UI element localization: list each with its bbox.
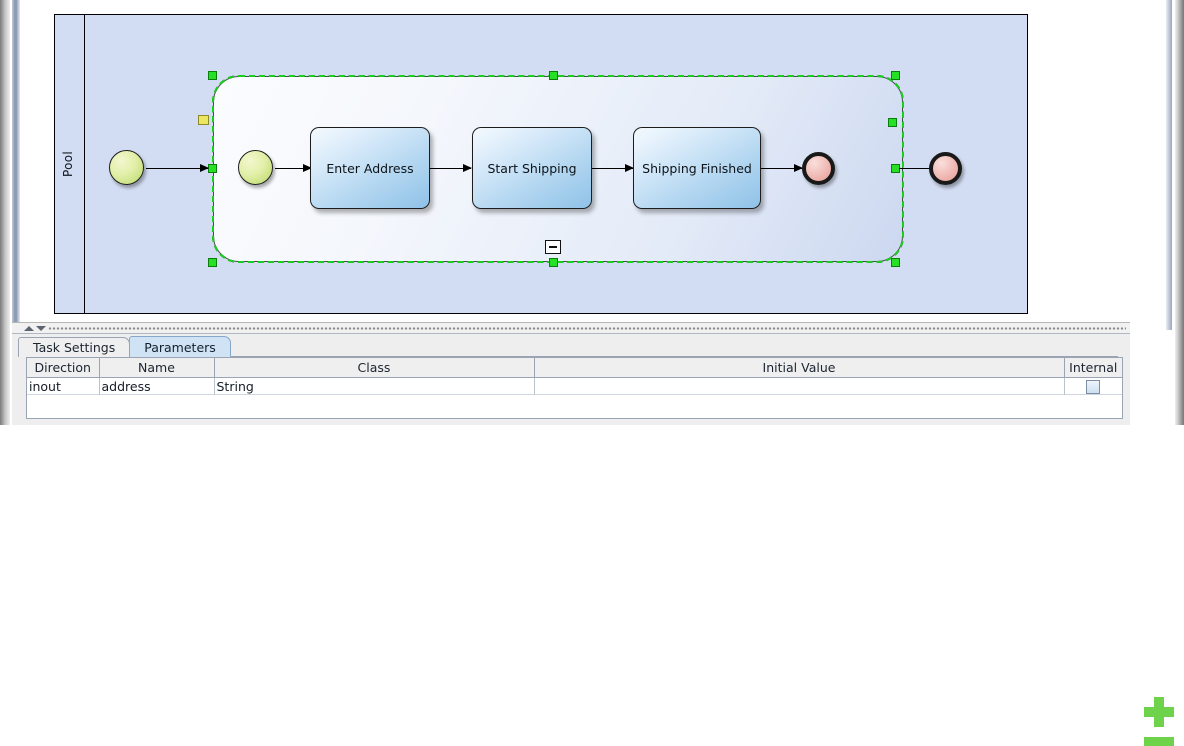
sequence-flow-1[interactable] <box>146 164 209 172</box>
cell-name[interactable]: address <box>99 377 215 395</box>
column-header-internal[interactable]: Internal <box>1064 358 1122 378</box>
cell-internal[interactable] <box>1064 377 1122 395</box>
properties-panel: Task Settings Parameters Direction Name … <box>12 333 1174 746</box>
panel-splitter[interactable] <box>12 322 1130 334</box>
window-right-gap <box>1172 0 1175 425</box>
resize-handle-se[interactable] <box>891 258 900 267</box>
boundary-event-handle[interactable] <box>198 115 209 125</box>
minus-glyph <box>549 245 557 249</box>
parameters-table: Direction Name Class Initial Value Inter… <box>27 358 1122 395</box>
splitter-collapse-up-icon[interactable] <box>24 326 34 331</box>
pool-label: Pool <box>61 150 75 178</box>
resize-handle-n[interactable] <box>549 71 558 80</box>
canvas-vertical-scrollbar-thumb[interactable] <box>14 0 17 425</box>
task-shipping-finished-label: Shipping Finished <box>642 160 752 176</box>
cell-initial-value[interactable] <box>534 377 1065 395</box>
table-header-row: Direction Name Class Initial Value Inter… <box>27 358 1122 378</box>
diagram-canvas[interactable]: Pool Enter Address Start Shipping <box>20 0 1130 322</box>
cell-direction[interactable]: inout <box>27 377 100 395</box>
sequence-flow-4[interactable] <box>592 164 634 172</box>
task-shipping-finished[interactable]: Shipping Finished <box>633 127 761 209</box>
column-header-initial-value[interactable]: Initial Value <box>534 358 1065 378</box>
task-start-shipping-label: Start Shipping <box>487 160 577 176</box>
column-header-direction[interactable]: Direction <box>27 358 100 378</box>
sequence-flow-3[interactable] <box>430 164 472 172</box>
resize-handle-w[interactable] <box>208 164 217 173</box>
column-header-name[interactable]: Name <box>99 358 215 378</box>
task-start-shipping[interactable]: Start Shipping <box>472 127 592 209</box>
splitter-collapse-down-icon[interactable] <box>36 326 46 331</box>
panel-top-divider <box>12 333 1130 334</box>
properties-tabstrip: Task Settings Parameters <box>18 336 1118 357</box>
sequence-flow-5[interactable] <box>761 164 803 172</box>
end-event-inner[interactable] <box>802 152 835 185</box>
tab-parameters-label: Parameters <box>144 339 216 355</box>
column-header-class[interactable]: Class <box>214 358 535 378</box>
start-event-inner[interactable] <box>238 150 273 185</box>
resize-handle-sw[interactable] <box>208 258 217 267</box>
remove-parameter-button[interactable] <box>1144 737 1174 746</box>
tabstrip-filler <box>229 355 1118 357</box>
task-enter-address-label: Enter Address <box>326 160 414 176</box>
sequence-flow-2[interactable] <box>275 164 312 172</box>
task-enter-address[interactable]: Enter Address <box>310 127 430 209</box>
internal-checkbox[interactable] <box>1086 379 1101 394</box>
window-right-edge <box>1175 0 1184 425</box>
window-left-gap <box>10 0 12 425</box>
end-event-outer[interactable] <box>929 152 962 185</box>
resize-handle-s[interactable] <box>549 258 558 267</box>
subprocess-collapse-icon[interactable] <box>545 240 561 254</box>
table-row[interactable]: inout address String <box>27 377 1122 395</box>
cell-class[interactable]: String <box>214 377 535 395</box>
add-parameter-button[interactable] <box>1144 707 1174 717</box>
splitter-grip[interactable] <box>48 327 1126 330</box>
resize-handle-nw[interactable] <box>208 71 217 80</box>
resize-handle-ne[interactable] <box>891 71 900 80</box>
tab-task-settings-label: Task Settings <box>33 340 116 355</box>
tab-parameters[interactable]: Parameters <box>129 336 231 357</box>
resize-handle-e-upper[interactable] <box>888 118 897 127</box>
start-event-outer[interactable] <box>109 150 144 185</box>
parameters-table-wrapper[interactable]: Direction Name Class Initial Value Inter… <box>26 357 1123 419</box>
pool-lane-header: Pool <box>55 15 85 313</box>
tab-task-settings[interactable]: Task Settings <box>18 337 131 357</box>
canvas-right-scrollbar[interactable] <box>1166 0 1172 330</box>
window-left-edge <box>0 0 10 425</box>
